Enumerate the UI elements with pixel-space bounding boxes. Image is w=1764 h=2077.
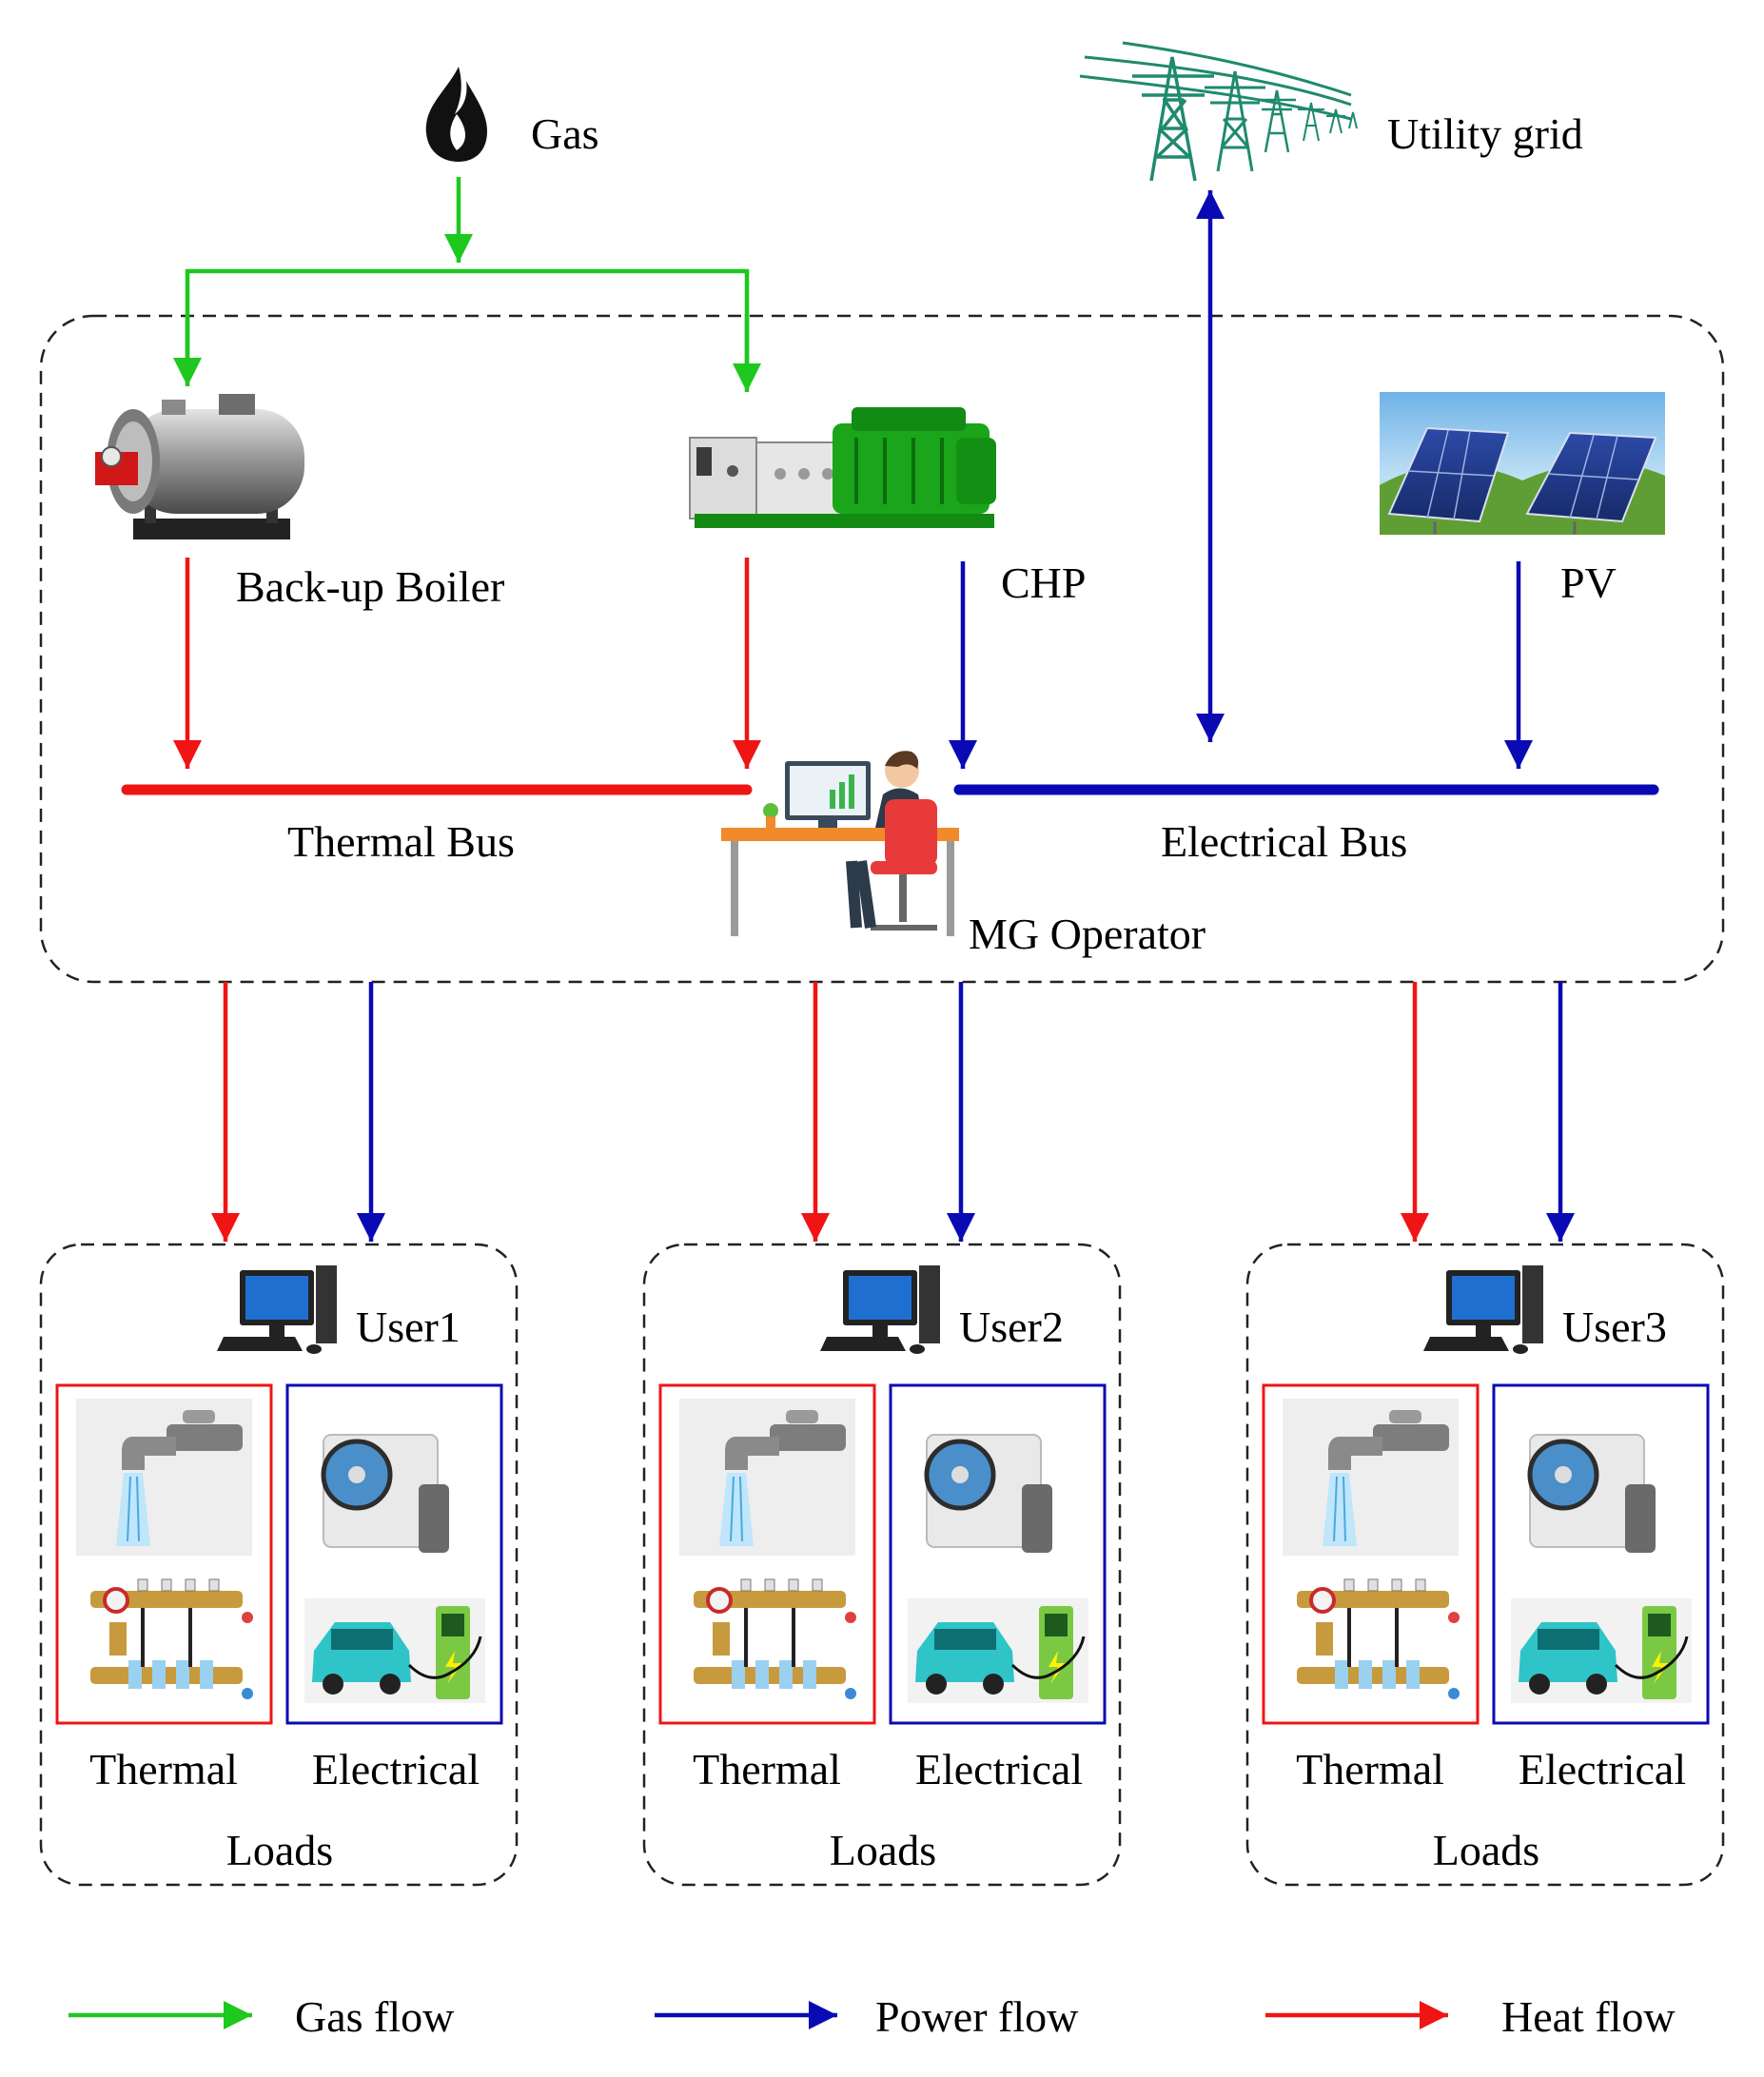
electrical-label: Electrical <box>915 1745 1083 1793</box>
electrical-bus-label: Electrical Bus <box>1161 817 1407 866</box>
utility-grid-label: Utility grid <box>1387 109 1583 158</box>
mg-operator-label: MG Operator <box>969 910 1205 958</box>
user-panel-2: User2 <box>642 1243 1122 1887</box>
ev-charging-icon <box>1511 1598 1692 1703</box>
power-flow-legend-label: Power flow <box>875 1992 1079 2041</box>
thermal-loads-box <box>55 1383 273 1725</box>
thermal-bus-label: Thermal Bus <box>287 817 515 866</box>
electrical-loads-box <box>285 1383 503 1725</box>
heating-manifold-icon <box>1297 1578 1460 1699</box>
computer-icon <box>1423 1265 1543 1354</box>
water-tap-icon <box>679 1399 855 1556</box>
gas-flow-lines <box>173 177 761 392</box>
water-tap-icon <box>76 1399 252 1556</box>
thermal-label: Thermal <box>693 1745 841 1793</box>
user-panel-1: User1 <box>39 1243 519 1887</box>
loads-label: Loads <box>226 1826 333 1874</box>
user-name: User2 <box>959 1303 1064 1351</box>
air-conditioner-icon <box>1527 1434 1656 1553</box>
gas-flame-icon <box>425 67 487 162</box>
chp-label: CHP <box>1001 558 1086 607</box>
gas-flow-legend-label: Gas flow <box>295 1992 455 2041</box>
air-conditioner-icon <box>321 1434 449 1553</box>
mg-operator-icon <box>721 751 959 936</box>
water-tap-icon <box>1283 1399 1459 1556</box>
ev-charging-icon <box>908 1598 1088 1703</box>
electrical-loads-box <box>1492 1383 1710 1725</box>
boiler-label: Back-up Boiler <box>236 562 504 611</box>
heat-to-bus-arrows <box>173 558 761 769</box>
boiler-icon <box>95 394 304 539</box>
ev-charging-icon <box>304 1598 485 1703</box>
chp-icon <box>689 407 996 528</box>
loads-label: Loads <box>1433 1826 1539 1874</box>
pv-panels-icon <box>1380 392 1665 535</box>
power-to-bus-arrows <box>949 561 1533 769</box>
heat-flow-legend-label: Heat flow <box>1501 1992 1676 2041</box>
heating-manifold-icon <box>694 1578 856 1699</box>
utility-grid-icon <box>1079 41 1358 182</box>
thermal-loads-box <box>658 1383 876 1725</box>
user-name: User3 <box>1562 1303 1667 1351</box>
thermal-label: Thermal <box>1296 1745 1444 1793</box>
thermal-label: Thermal <box>89 1745 238 1793</box>
legend: Gas flow Power flow Heat flow <box>69 1992 1676 2041</box>
electrical-label: Electrical <box>1519 1745 1686 1793</box>
user-panel-3: User3 <box>1245 1243 1725 1887</box>
thermal-loads-box <box>1262 1383 1480 1725</box>
electrical-loads-box <box>889 1383 1107 1725</box>
loads-label: Loads <box>830 1826 936 1874</box>
electrical-label: Electrical <box>312 1745 480 1793</box>
user-name: User1 <box>356 1303 461 1351</box>
user-supply-arrows <box>211 982 1575 1242</box>
computer-icon <box>217 1265 337 1354</box>
pv-label: PV <box>1560 558 1617 607</box>
gas-label: Gas <box>531 109 599 158</box>
heating-manifold-icon <box>90 1578 253 1699</box>
microgrid-boundary <box>39 314 1725 984</box>
computer-icon <box>820 1265 940 1354</box>
air-conditioner-icon <box>924 1434 1052 1553</box>
